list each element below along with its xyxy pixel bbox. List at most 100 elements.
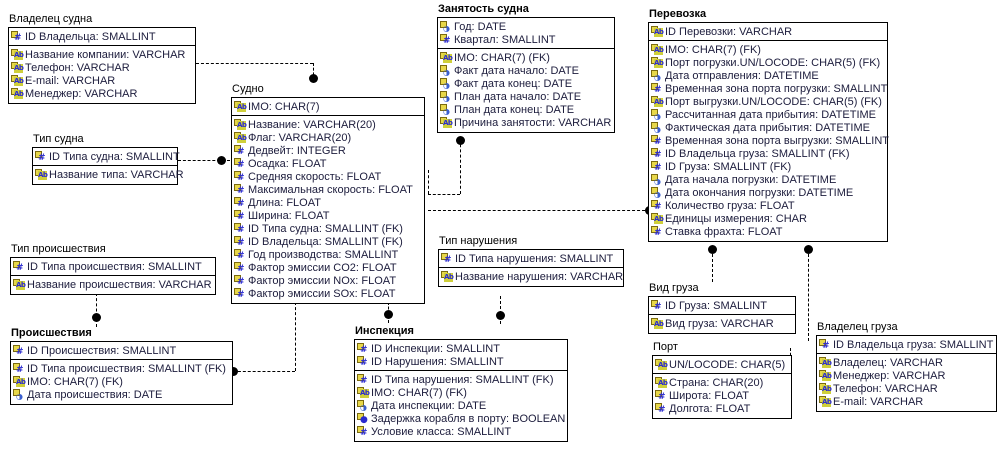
text-icon: Ab <box>234 101 247 112</box>
primary-key-section: #ID Инспекции: SMALLINT #ID Нарушения: S… <box>355 340 567 371</box>
attribute-row: #Максимальная скорость: FLOAT <box>234 183 422 196</box>
attribute-row: ◑План дата начало: DATE <box>440 90 612 103</box>
text-icon: Ab <box>651 318 664 329</box>
attribute-row: Ab Менеджер: VARCHAR <box>11 87 193 100</box>
entity-title: Происшествия <box>11 327 92 339</box>
entity-tip-sudna[interactable]: Тип судна # ID Типа судна: SMALLINT Ab Н… <box>32 133 184 187</box>
text-icon: Ab <box>357 387 370 398</box>
entity-title: Вид груза <box>649 282 699 294</box>
numeric-icon: # <box>234 249 247 261</box>
attribute-row: #Ширина: FLOAT <box>234 209 422 222</box>
numeric-icon: # <box>651 300 664 312</box>
date-icon: ◑ <box>440 21 453 33</box>
date-icon: ◑ <box>651 174 664 186</box>
rel-line-vladelecsudna-sudno-v <box>313 63 314 80</box>
attribute-row: ●Задержка корабля в порту: BOOLEAN <box>357 412 565 425</box>
numeric-icon: # <box>234 197 247 209</box>
numeric-icon: # <box>234 184 247 196</box>
entity-box[interactable]: # ID Владельца: SMALLINT Ab Название ком… <box>8 27 198 106</box>
text-icon: Ab <box>234 132 247 143</box>
entity-tip-proisshestviya[interactable]: Тип происшествия # ID Типа происшествия:… <box>10 243 218 297</box>
numeric-icon: # <box>13 345 26 357</box>
text-icon: Ab <box>819 370 832 381</box>
rel-dot-vladelecsudna-sudno <box>309 74 318 83</box>
date-icon: ◑ <box>651 187 664 199</box>
date-icon: ◑ <box>13 389 26 401</box>
attribute-row: #ID Типа судна: SMALLINT (FK) <box>234 222 422 235</box>
rel-line-sudno-zanyatost-v2 <box>460 139 461 194</box>
attribute-row: Ab Название компании: VARCHAR <box>11 48 193 61</box>
rel-dot-vidgruza-perevozka <box>708 245 717 254</box>
entity-inspekciya[interactable]: Инспекция #ID Инспекции: SMALLINT #ID На… <box>354 325 570 444</box>
entity-box[interactable]: #ID Инспекции: SMALLINT #ID Нарушения: S… <box>354 339 570 444</box>
entity-box[interactable]: # ID Типа судна: SMALLINT Ab Название ти… <box>32 147 184 187</box>
entity-title: Занятость судна <box>438 3 529 15</box>
numeric-icon: # <box>357 426 370 438</box>
entity-title: Тип судна <box>33 133 84 145</box>
text-icon: Ab <box>11 62 24 73</box>
entity-tip-narusheniya[interactable]: Тип нарушения #ID Типа нарушения: SMALLI… <box>438 235 626 289</box>
entity-title: Тип происшествия <box>11 243 106 255</box>
attribute-row: #ID Инспекции: SMALLINT <box>357 342 565 355</box>
attribute-row: # ID Типа судна: SMALLINT <box>35 150 180 163</box>
text-icon: Ab <box>234 119 247 130</box>
primary-key-section: Ab IMO: CHAR(7) <box>232 98 424 116</box>
entity-proisshestviya[interactable]: Происшествия # ID Происшествия: SMALLINT… <box>10 327 235 407</box>
numeric-icon: # <box>234 210 247 222</box>
date-icon: ◑ <box>440 65 453 77</box>
entity-box[interactable]: # ID Происшествия: SMALLINT # ID Типа пр… <box>10 341 235 407</box>
entity-box[interactable]: # ID Типа происшествия: SMALLINT Ab Назв… <box>10 257 218 297</box>
attribute-section: Ab Название типа: VARCHAR <box>33 166 184 184</box>
primary-key-section: # ID Типа судна: SMALLINT <box>33 148 180 166</box>
attribute-row: #ID Груза: SMALLINT (FK) <box>651 160 885 173</box>
attribute-section: # ID Типа происшествия: SMALLINT (FK) Ab… <box>11 360 232 404</box>
attribute-row: #ID Нарушения: SMALLINT <box>357 355 565 368</box>
numeric-icon: # <box>234 145 247 157</box>
attribute-row: # ID Типа происшествия: SMALLINT (FK) <box>13 362 230 375</box>
entity-zanyatost-sudna[interactable]: Занятость судна ◑Год: DATE #Квартал: SMA… <box>437 3 617 135</box>
rel-line-tipsudna-sudno-h <box>178 160 230 161</box>
text-icon: Ab <box>655 359 668 370</box>
rel-line-vladelecsudna-sudno-h <box>196 63 313 64</box>
attribute-row: ◑Факт дата конец: DATE <box>440 77 612 90</box>
attribute-row: #ID Типа нарушения: SMALLINT <box>441 252 621 265</box>
rel-line-tipproisshestviya-proisshestviya <box>96 293 97 327</box>
attribute-row: #Год производства: SMALLINT <box>234 248 422 261</box>
primary-key-section: #ID Типа нарушения: SMALLINT <box>439 250 623 268</box>
primary-key-section: #ID Груза: SMALLINT <box>649 297 795 315</box>
entity-vladelec-sudna[interactable]: Владелец судна # ID Владельца: SMALLINT … <box>8 13 198 106</box>
entity-vladelec-gruza[interactable]: Владелец груза #ID Владельца груза: SMAL… <box>816 321 999 414</box>
numeric-icon: # <box>13 261 26 273</box>
attribute-row: #Квартал: SMALLINT <box>440 33 612 46</box>
attribute-row: #Ставка фрахта: FLOAT <box>651 225 885 238</box>
attribute-row: # ID Владельца: SMALLINT <box>11 30 193 43</box>
entity-title: Перевозка <box>649 8 707 20</box>
rel-dot-vladelecgruza-perevozka <box>804 245 813 254</box>
numeric-icon: # <box>440 34 453 46</box>
